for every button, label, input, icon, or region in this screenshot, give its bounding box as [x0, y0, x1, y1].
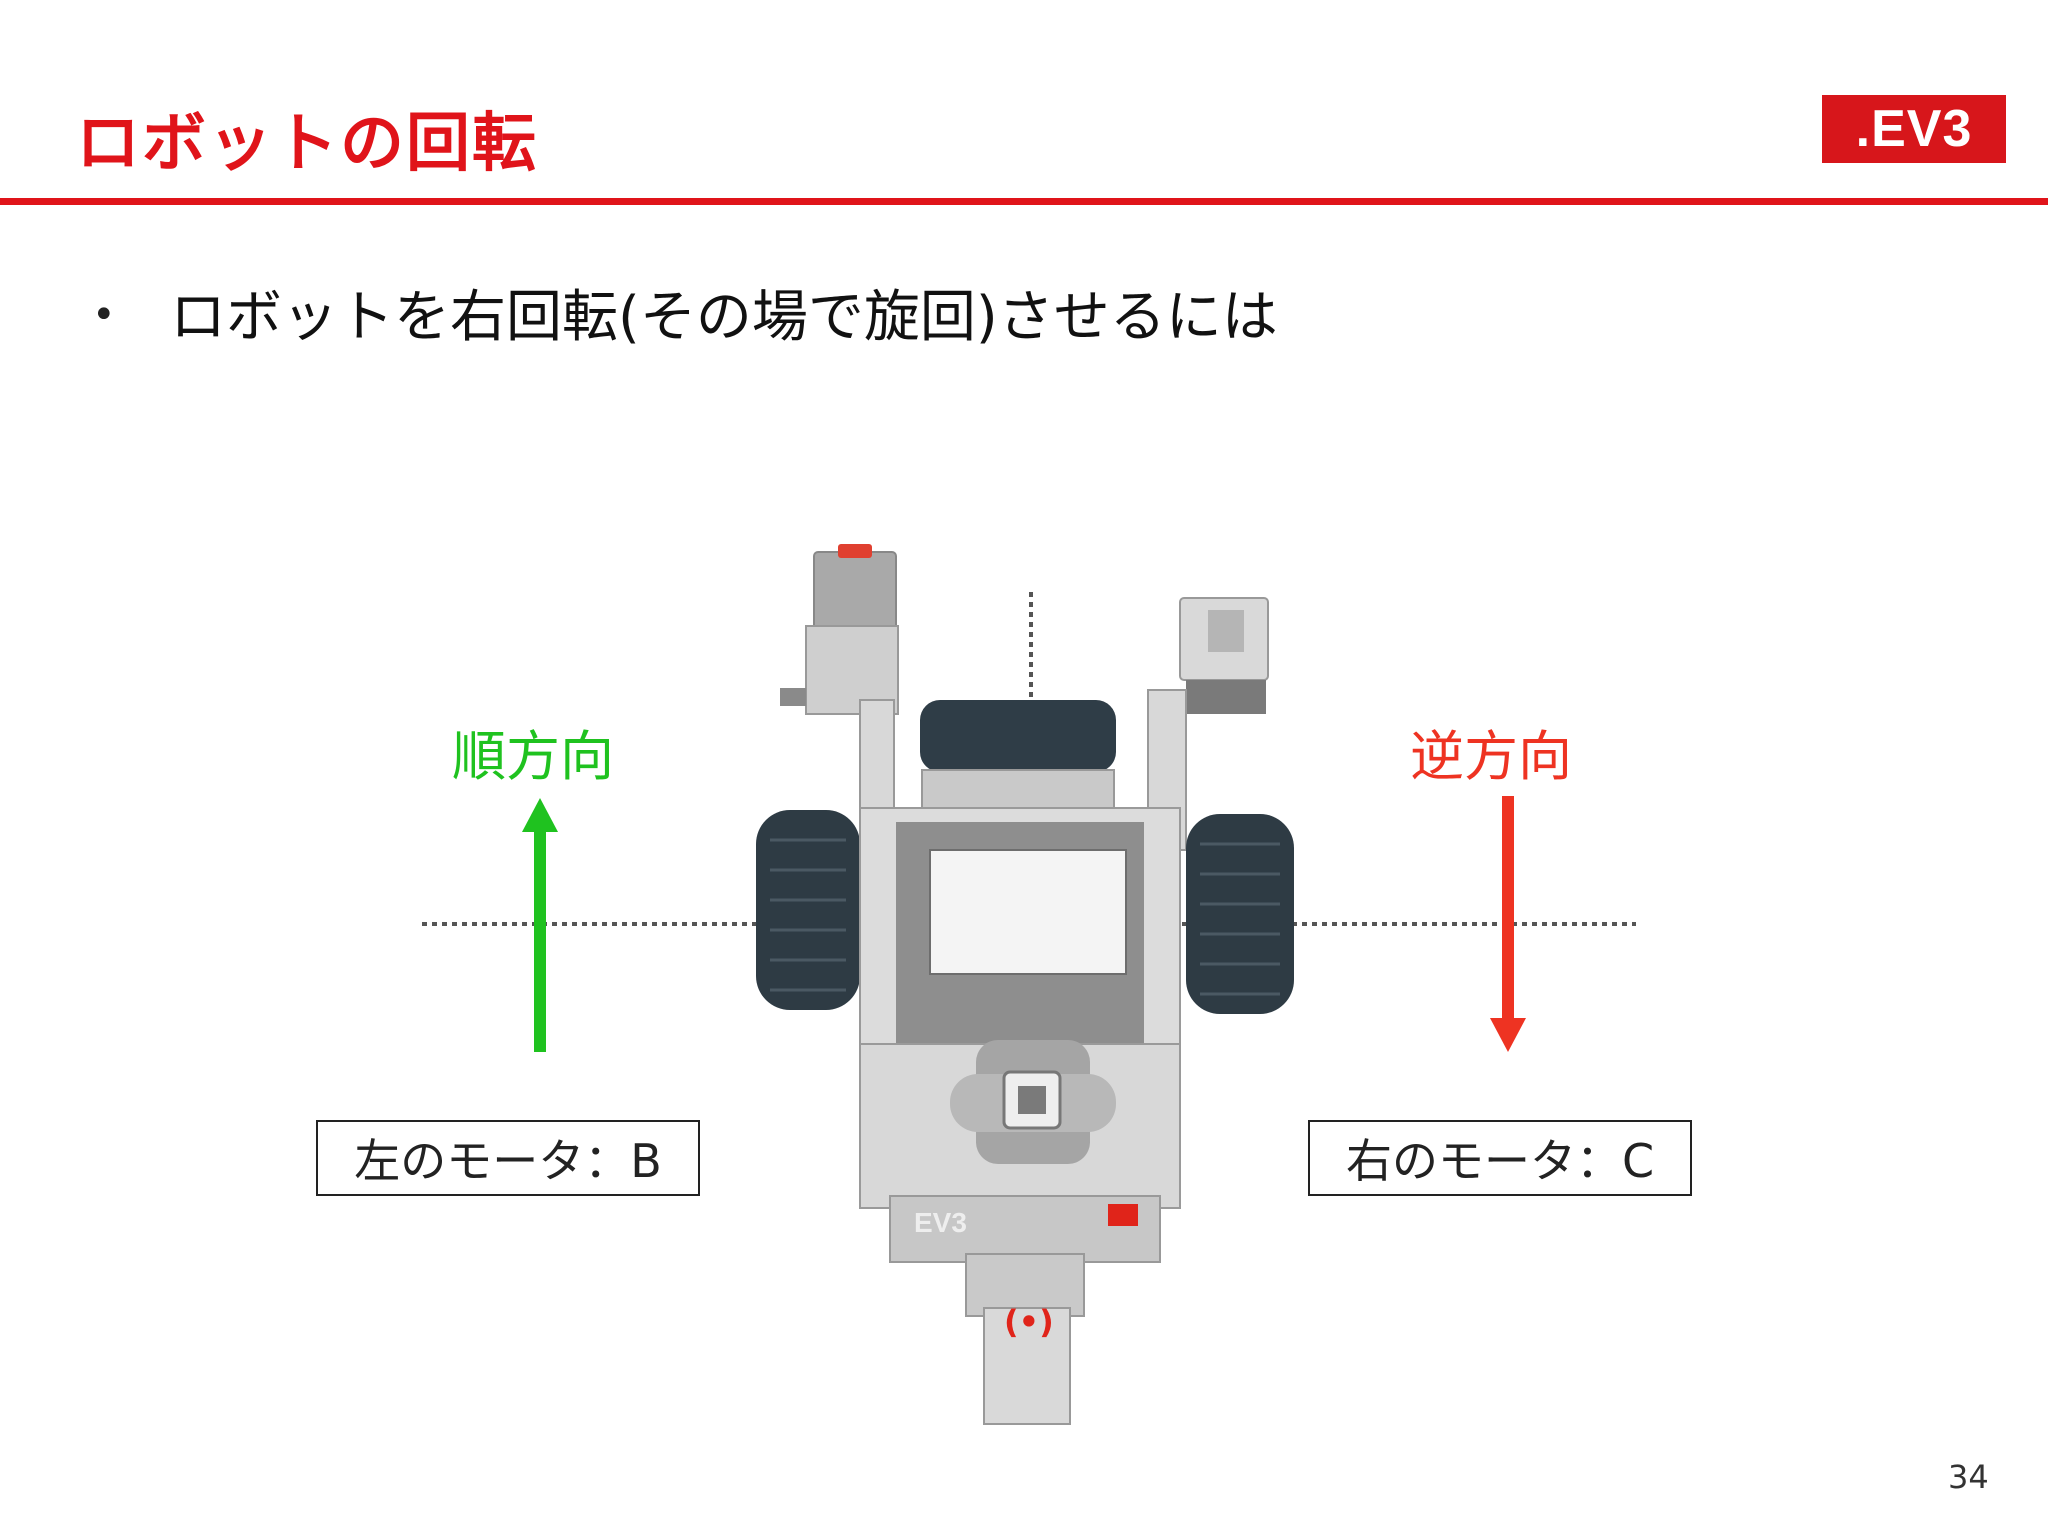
bullet-icon: • — [92, 292, 116, 338]
ev3-robot-image: EV3 (•) — [756, 544, 1294, 1425]
bullet-text: ロボットを右回転(その場で旋回)させるには — [170, 285, 1278, 350]
lego-badge-icon — [1108, 1204, 1138, 1226]
robot-ev3-text: EV3 — [914, 1207, 967, 1238]
reverse-arrow-icon — [1490, 796, 1526, 1052]
slide-title: ロボットの回転 — [76, 107, 538, 181]
title-rule — [0, 198, 2048, 205]
forward-arrow-icon — [522, 798, 558, 1052]
reverse-direction-label: 逆方向 — [1410, 725, 1572, 788]
left-motor-label: 左のモータ：B — [316, 1120, 700, 1196]
right-motor-label: 右のモータ：C — [1308, 1120, 1692, 1196]
ultrasonic-sensor-icon: (•) — [1004, 1303, 1054, 1341]
page-number: 34 — [1948, 1458, 1989, 1496]
ev3-logo: .EV3 — [1822, 95, 2006, 163]
forward-direction-label: 順方向 — [452, 725, 614, 788]
